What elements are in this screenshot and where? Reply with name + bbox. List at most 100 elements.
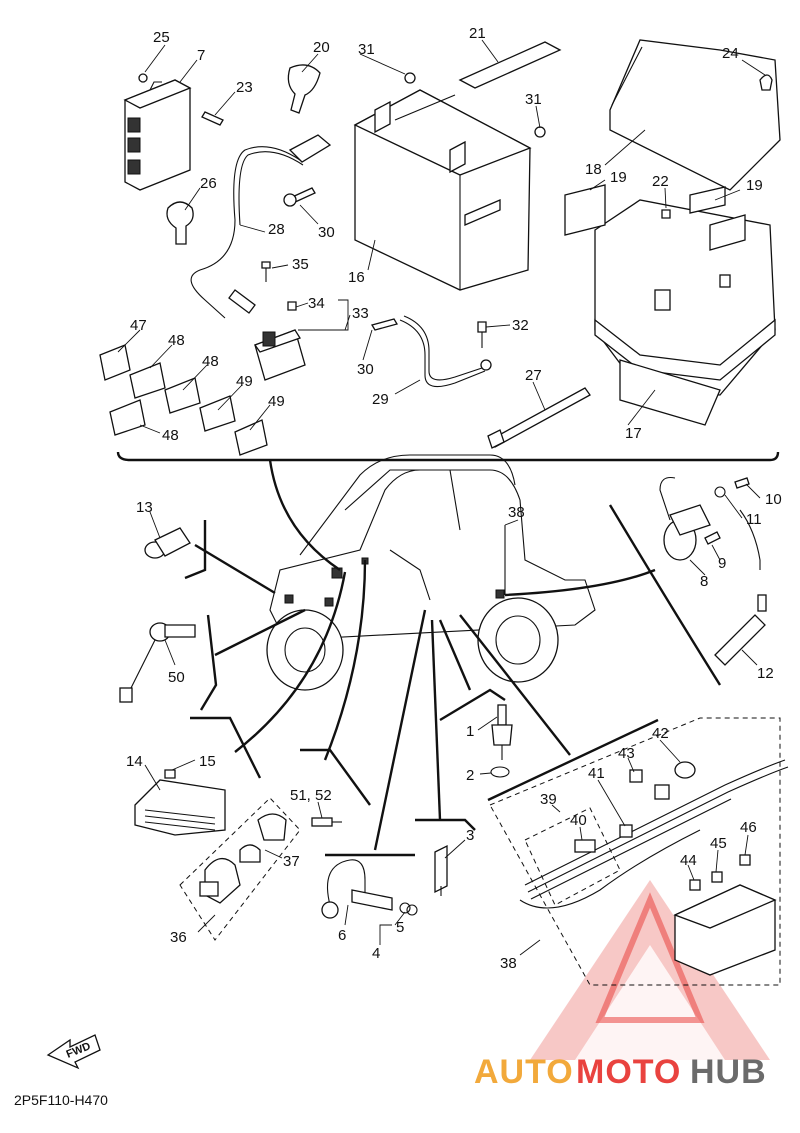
- callout-39: 39: [540, 791, 557, 808]
- bolt-30-lower: [371, 318, 398, 331]
- ecu-unit: [123, 79, 192, 191]
- callout-2: 2: [466, 767, 474, 784]
- callout-47: 47: [130, 317, 147, 334]
- callout-14: 14: [126, 753, 143, 770]
- callout-31-left: 31: [358, 41, 375, 58]
- watermark-logo: AUTO MOTO HUB: [474, 880, 770, 1091]
- callout-3: 3: [466, 827, 474, 844]
- screw-25: [138, 73, 148, 83]
- spark-plug-1: [491, 704, 513, 760]
- leader-lines: [117, 39, 766, 956]
- battery-cover: [609, 39, 781, 191]
- plug-cap-12: [714, 594, 767, 666]
- callout-6: 6: [338, 927, 346, 944]
- callout-7: 7: [197, 47, 205, 64]
- nut-31-left: [404, 72, 416, 84]
- fwd-arrow-icon: FWD: [46, 1034, 101, 1070]
- callout-15: 15: [199, 753, 216, 770]
- callout-22: 22: [652, 173, 669, 190]
- callout-38-upper: 38: [508, 504, 525, 521]
- callout-21: 21: [469, 25, 486, 42]
- callout-38-lower: 38: [500, 955, 517, 972]
- callout-41: 41: [588, 765, 605, 782]
- battery-box: [594, 199, 776, 426]
- callout-51-52: 51, 52: [290, 787, 332, 804]
- callout-24: 24: [722, 45, 739, 62]
- callout-43: 43: [618, 745, 635, 762]
- callout-19-right: 19: [746, 177, 763, 194]
- bolt-35: [261, 261, 271, 269]
- callout-5: 5: [396, 919, 404, 936]
- clamp-26: [166, 201, 194, 245]
- callout-28: 28: [268, 221, 285, 238]
- callout-49-a: 49: [236, 373, 253, 390]
- callout-33: 33: [352, 305, 369, 322]
- callout-48-c: 48: [162, 427, 179, 444]
- callout-4: 4: [372, 945, 380, 962]
- callout-36: 36: [170, 929, 187, 946]
- callout-9: 9: [718, 555, 726, 572]
- clamp-20: [287, 64, 321, 114]
- callout-26: 26: [200, 175, 217, 192]
- callout-30-lower: 30: [357, 361, 374, 378]
- callout-11: 11: [746, 511, 762, 528]
- callout-13: 13: [136, 499, 153, 516]
- callout-32: 32: [512, 317, 529, 334]
- callout-29: 29: [372, 391, 389, 408]
- watermark-moto: MOTO: [576, 1053, 681, 1091]
- watermark-auto: AUTO: [474, 1053, 574, 1091]
- callout-10: 10: [765, 491, 782, 508]
- ignition-coil: [659, 476, 761, 570]
- callout-49-b: 49: [268, 393, 285, 410]
- callout-40: 40: [570, 812, 587, 829]
- callout-27: 27: [525, 367, 542, 384]
- pad-19-right: [709, 214, 746, 251]
- leader-top-to-vehicle: [268, 459, 341, 571]
- callout-34: 34: [308, 295, 325, 312]
- callout-20: 20: [313, 39, 330, 56]
- rectifier-regulator: [134, 769, 226, 836]
- cable-28-terminal: [288, 134, 332, 163]
- cable-29: [399, 319, 486, 388]
- callout-30-upper: 30: [318, 224, 335, 241]
- callout-16: 16: [348, 269, 365, 286]
- fuse-set: [99, 344, 268, 456]
- callout-18: 18: [585, 161, 602, 178]
- clip-24: [759, 74, 773, 91]
- callout-17: 17: [625, 425, 642, 442]
- watermark-hub: HUB: [690, 1053, 767, 1091]
- callout-19-left: 19: [610, 169, 627, 186]
- fuse-34: [287, 301, 297, 311]
- utv-vehicle: [266, 454, 596, 691]
- callout-48-b: 48: [202, 353, 219, 370]
- screw-22: [661, 209, 671, 219]
- sensor-4-5-6: [321, 859, 418, 919]
- battery-band: [458, 41, 562, 89]
- callout-50: 50: [168, 669, 185, 686]
- key: [311, 817, 342, 827]
- top-section-bracket: [116, 451, 780, 462]
- callout-37: 37: [283, 853, 300, 870]
- switch-assembly-36: [179, 797, 301, 941]
- callout-44: 44: [680, 852, 697, 869]
- bolt-32: [477, 321, 487, 333]
- diagram-code: 2P5F110-H470: [14, 1092, 108, 1108]
- pad-19-top: [689, 186, 726, 214]
- callout-labels: 25 7 23 20 31 21 31 24 18 19 19 22 26 28…: [126, 25, 782, 972]
- callout-42: 42: [652, 725, 669, 742]
- bolt-23: [201, 111, 224, 126]
- pad-19-left: [564, 184, 606, 236]
- callout-25: 25: [153, 29, 170, 46]
- switch-13: [144, 527, 191, 559]
- callout-31-right: 31: [525, 91, 542, 108]
- callout-1: 1: [466, 723, 474, 740]
- nut-31-right: [534, 126, 546, 138]
- wire-harness: [489, 717, 789, 986]
- battery: [353, 89, 532, 291]
- callout-45: 45: [710, 835, 727, 852]
- callout-35: 35: [292, 256, 309, 273]
- starter-relay: [253, 329, 306, 381]
- callout-12: 12: [757, 665, 774, 682]
- cable-28: [190, 146, 301, 319]
